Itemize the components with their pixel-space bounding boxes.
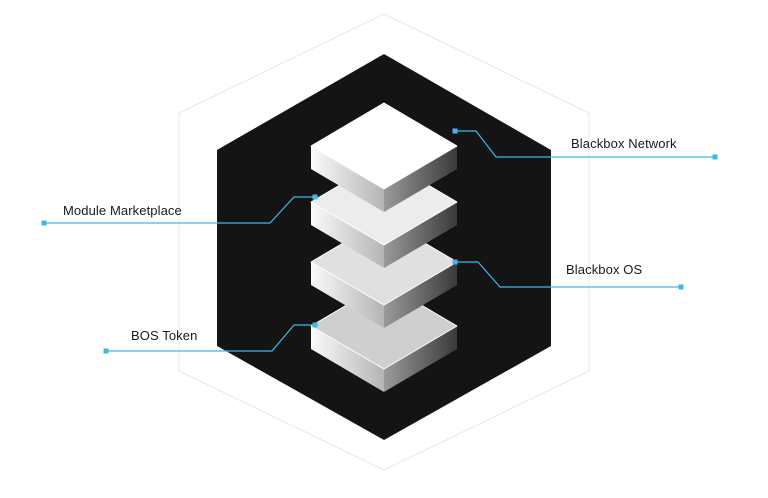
layer-stack — [310, 102, 458, 392]
layer-left-face — [311, 262, 384, 328]
connector-os — [455, 261, 681, 288]
connector-network — [455, 130, 715, 158]
connector-end-dot — [712, 154, 718, 160]
layer-right-face — [384, 202, 457, 268]
top-layer — [310, 102, 458, 212]
connector-start-dot — [452, 128, 458, 134]
layer-left-face — [311, 146, 384, 212]
label-blackbox-os: Blackbox OS — [566, 262, 643, 277]
label-bos-token: BOS Token — [131, 328, 198, 343]
connector-lines — [41, 128, 718, 354]
label-blackbox-network: Blackbox Network — [571, 136, 677, 151]
connector-end-dot — [678, 284, 684, 290]
connector-marketplace — [44, 196, 315, 224]
connector-token — [106, 324, 315, 352]
hexagon-outline — [178, 13, 590, 471]
label-module-marketplace: Module Marketplace — [63, 203, 182, 218]
connector-start-dot — [41, 220, 47, 226]
layer-left-face — [311, 326, 384, 392]
connector-start-dot — [103, 348, 109, 354]
connector-start-dot — [452, 259, 458, 265]
layer-left-face — [311, 202, 384, 268]
layer-right-face — [384, 146, 457, 212]
layer-right-face — [384, 262, 457, 328]
layer-right-face — [384, 326, 457, 392]
connector-end-dot — [312, 322, 318, 328]
connector-end-dot — [312, 194, 318, 200]
layer-top-face — [310, 102, 458, 190]
